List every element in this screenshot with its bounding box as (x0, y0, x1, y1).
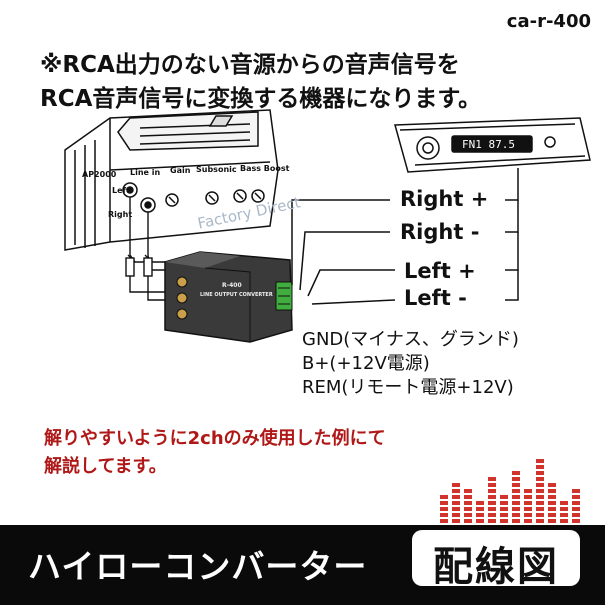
amp-model: AP2000 (82, 170, 117, 179)
converter-box (164, 251, 293, 343)
banner-badge: 配線図 (412, 530, 580, 590)
wire-label-right-plus: Right + (400, 187, 489, 211)
amp-line-in-label: Line in (130, 168, 161, 177)
usage-note-line-1: 解りやすいように2chのみ使用した例にて (44, 428, 386, 449)
legend-bplus: B+(+12V電源) (302, 353, 430, 374)
amp-gain-label: Gain (170, 166, 191, 175)
converter-title: LINE OUTPUT CONVERTER (200, 292, 273, 298)
rca-cables (125, 197, 175, 301)
banner-badge-text: 配線図 (433, 544, 559, 590)
product-code: ca-r-400 (506, 11, 591, 32)
legend-gnd: GND(マイナス、グランド) (302, 329, 519, 350)
amp-right-label: Right (108, 210, 133, 219)
power-legend: GND(マイナス、グランド) B+(+12V電源) REM(リモート電源+12V… (302, 328, 519, 400)
headline: ※RCA出力のない音源からの音声信号を RCA音声信号に変換する機器になります。 (40, 48, 481, 116)
usage-note: 解りやすいように2chのみ使用した例にて 解説してます。 (44, 425, 386, 481)
converter-model: R-400 (222, 282, 242, 289)
wire-label-right-minus: Right - (400, 220, 480, 244)
legend-rem: REM(リモート電源+12V) (302, 377, 514, 398)
stereo-display: FN1 87.5 (462, 138, 515, 151)
converter-wires (291, 199, 396, 305)
stereo-wires (505, 168, 519, 301)
amplifier (64, 109, 279, 251)
headline-line-1: ※RCA出力のない音源からの音声信号を (40, 52, 460, 78)
amp-subsonic-label: Subsonic (196, 165, 237, 174)
amp-left-label: Left (112, 186, 130, 195)
car-stereo (394, 117, 591, 173)
banner-title: ハイローコンバーター (28, 547, 368, 586)
wire-label-left-minus: Left - (404, 286, 467, 310)
usage-note-line-2: 解説してます。 (44, 456, 167, 477)
amp-bass-boost-label: Bass Boost (240, 164, 290, 173)
headline-line-2: RCA音声信号に変換する機器になります。 (40, 86, 482, 112)
wire-label-left-plus: Left + (404, 259, 476, 283)
equalizer-graphic (440, 459, 580, 523)
